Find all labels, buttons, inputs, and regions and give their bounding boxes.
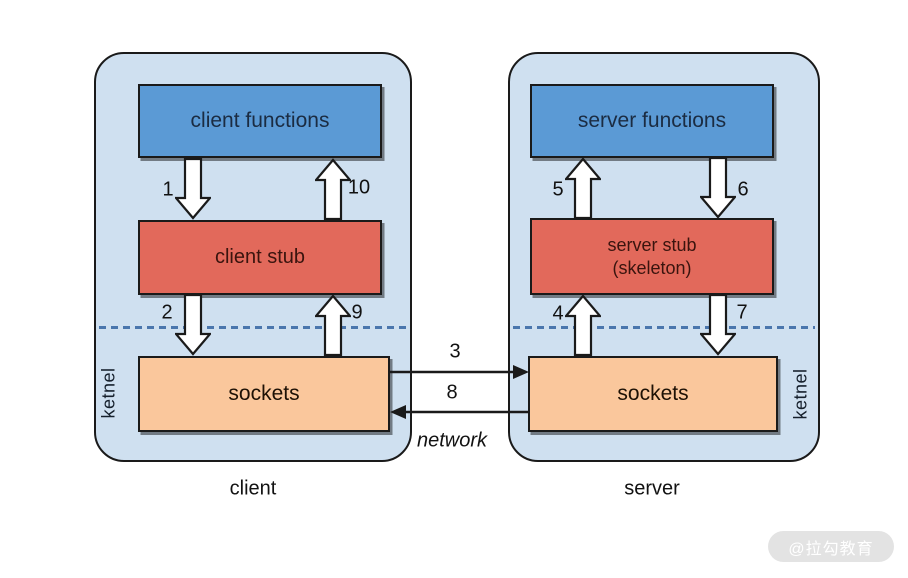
- step-number-2: 2: [161, 301, 173, 324]
- step-number-4: 4: [552, 302, 564, 325]
- step-number-5: 5: [552, 178, 564, 201]
- server-kernel-boundary-line: [513, 326, 815, 329]
- arrow-step5-up-icon: [565, 157, 601, 219]
- arrow-step8-left-icon: [389, 402, 530, 422]
- client-functions-box: client functions: [138, 84, 382, 158]
- arrow-step9-up-icon: [315, 294, 351, 356]
- arrow-step3-right-icon: [389, 362, 530, 382]
- arrow-step10-up-icon: [315, 158, 351, 220]
- server-kernel-label: ketnel: [790, 368, 811, 420]
- watermark-badge: @拉勾教育: [768, 531, 894, 562]
- step-number-3: 3: [449, 340, 461, 363]
- server-functions-label: server functions: [577, 109, 727, 132]
- step-number-6: 6: [737, 178, 749, 201]
- arrow-step2-down-icon: [175, 294, 211, 356]
- client-stub-box: client stub: [138, 220, 382, 295]
- watermark-text: @拉勾教育: [788, 540, 874, 558]
- server-stub-label-line1: server stub: [607, 235, 697, 255]
- server-sockets-box: sockets: [528, 356, 778, 432]
- step-number-8: 8: [446, 381, 458, 404]
- client-sockets-box: sockets: [138, 356, 390, 432]
- client-sockets-label: sockets: [228, 382, 300, 405]
- server-functions-box: server functions: [530, 84, 774, 158]
- step-number-7: 7: [736, 301, 748, 324]
- arrow-step1-down-icon: [175, 158, 211, 220]
- client-kernel-label: ketnel: [98, 367, 119, 419]
- arrow-step6-down-icon: [700, 157, 736, 219]
- server-sockets-label: sockets: [617, 382, 689, 405]
- client-functions-label: client functions: [190, 109, 330, 132]
- network-label: network: [416, 429, 488, 452]
- client-panel-caption: client: [229, 477, 277, 500]
- client-stub-label: client stub: [214, 246, 306, 268]
- server-panel-caption: server: [624, 477, 680, 500]
- client-kernel-boundary-line: [99, 326, 406, 329]
- step-number-9: 9: [351, 301, 363, 324]
- server-stub-box: server stub (skeleton): [530, 218, 774, 295]
- arrow-step4-up-icon: [565, 294, 601, 356]
- arrow-step7-down-icon: [700, 294, 736, 356]
- step-number-10: 10: [347, 176, 371, 199]
- server-stub-label-line2: (skeleton): [612, 257, 692, 278]
- step-number-1: 1: [162, 178, 174, 201]
